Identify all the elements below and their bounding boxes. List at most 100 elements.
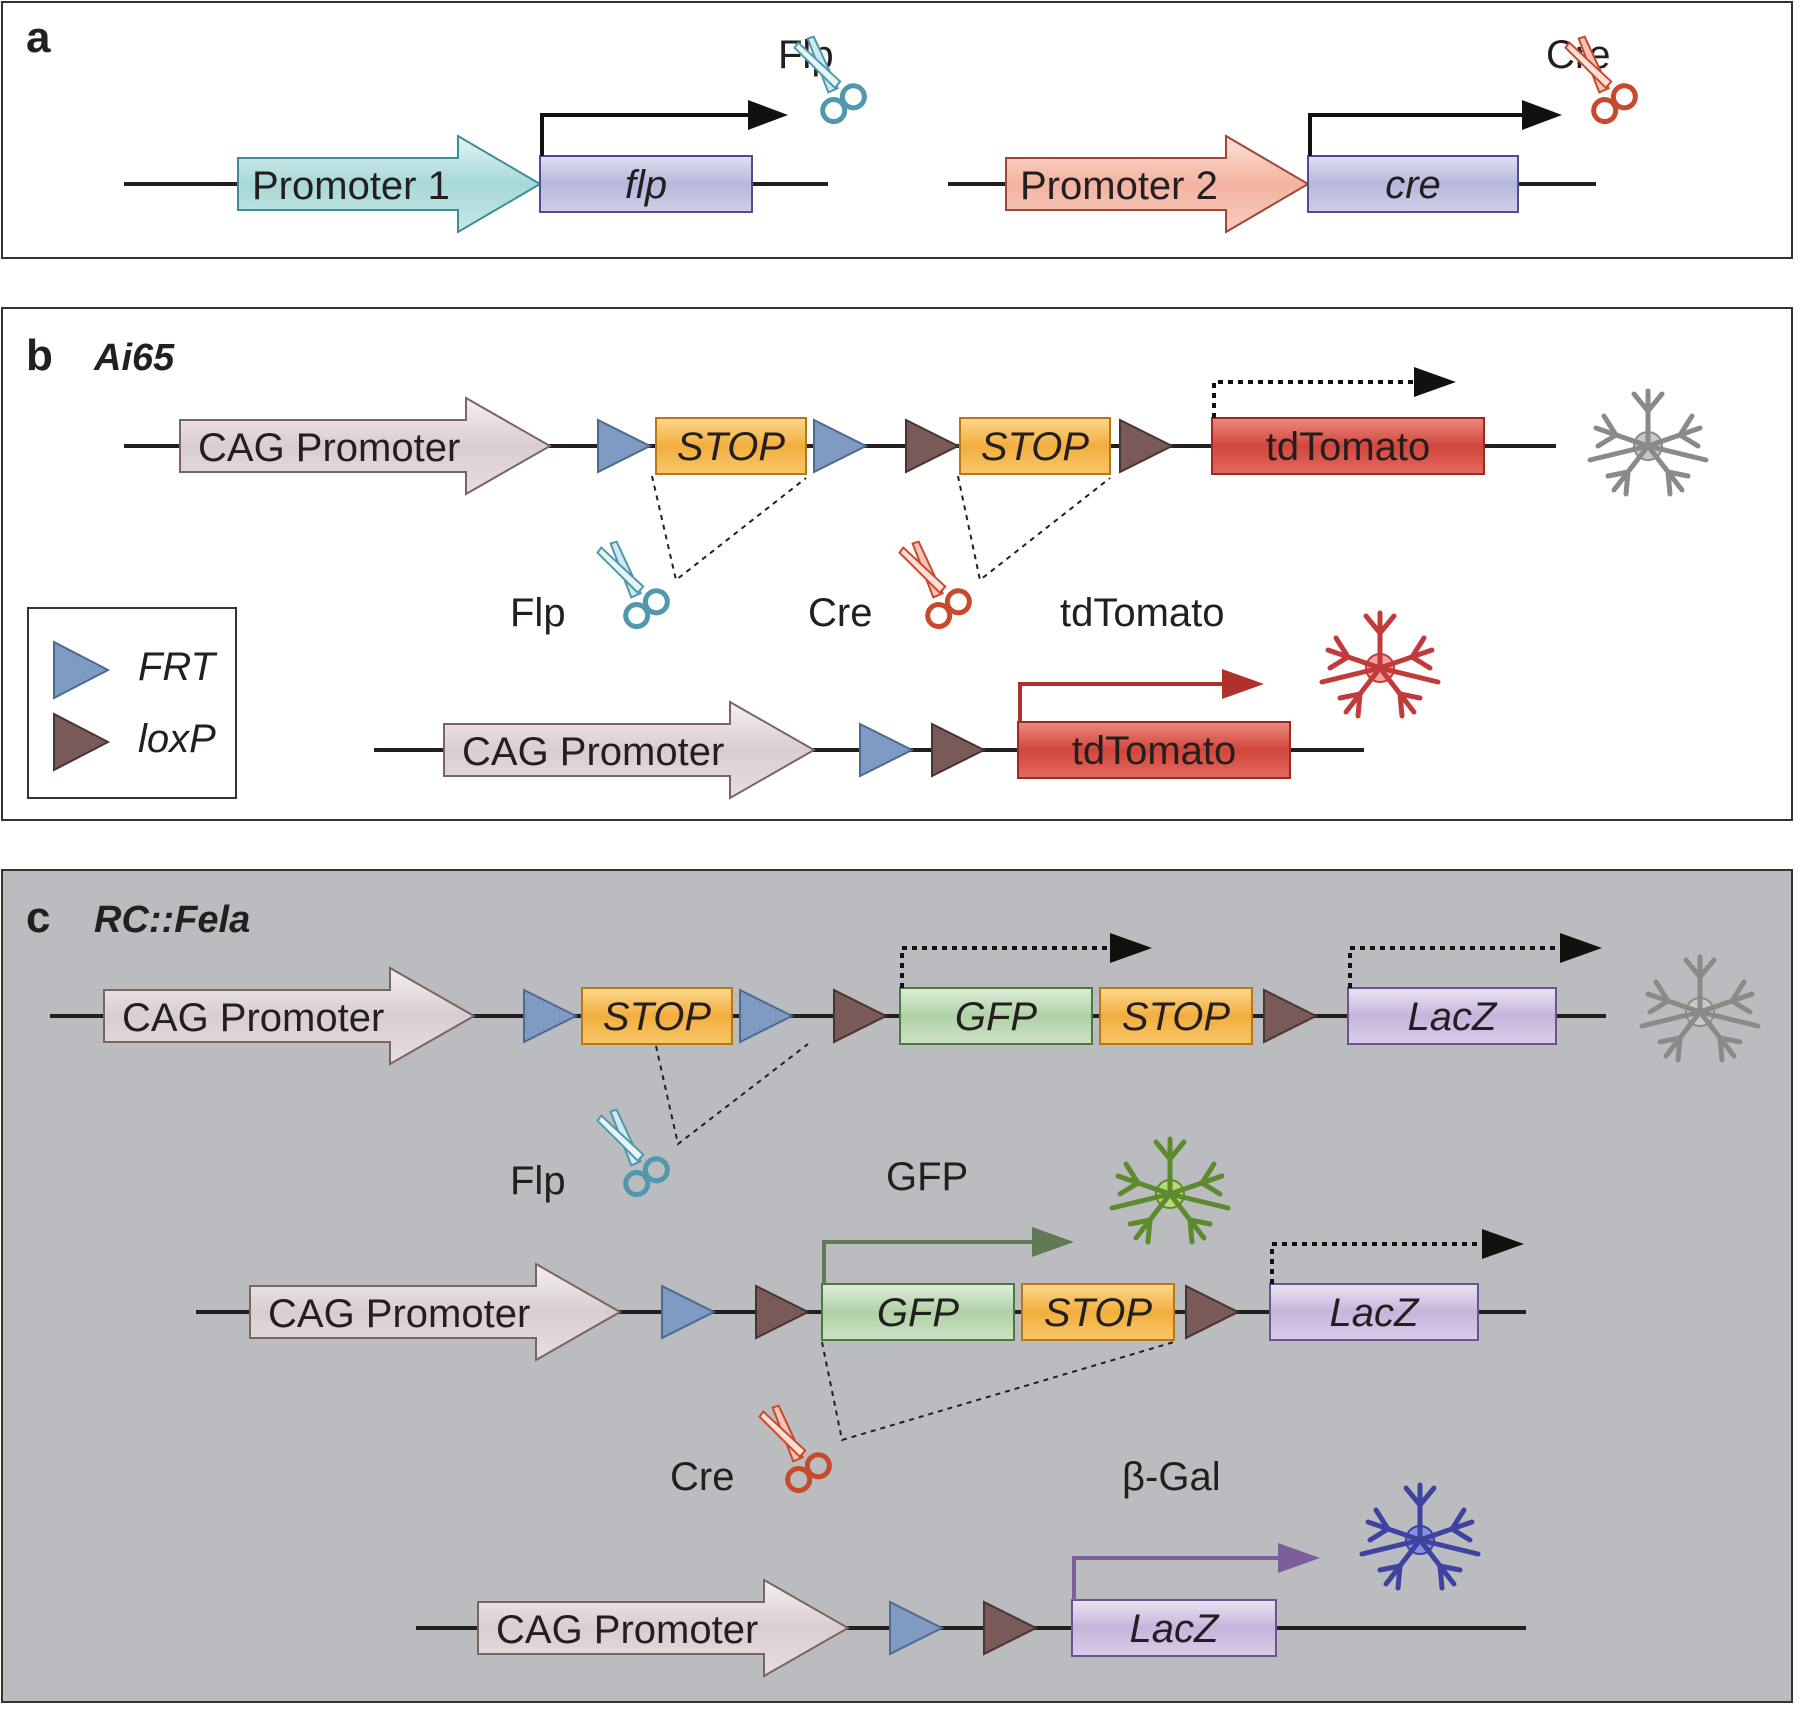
- flp-gene-box: [539, 155, 753, 213]
- inactive-transcription-arrow: [1348, 946, 1560, 988]
- flp-enzyme-label: Flp: [510, 591, 566, 635]
- gfp-gene-label: GFP: [955, 995, 1038, 1039]
- cre-scissors-icon: [1564, 35, 1638, 125]
- loxp-site-icon: [1263, 988, 1319, 1044]
- lacz-gene-label: LacZ: [1408, 995, 1498, 1039]
- active-transcription-arrow: [1072, 1556, 1278, 1600]
- excision-line: [821, 1341, 1175, 1442]
- loxp-site-icon: [755, 1284, 811, 1340]
- stop-label: STOP: [1122, 995, 1231, 1039]
- flp-scissors-icon: [793, 35, 867, 125]
- promoter-2-arrow: [1005, 134, 1310, 234]
- cre-scissors-icon: [758, 1404, 832, 1494]
- frt-site-icon: [739, 988, 795, 1044]
- inactive-transcription-arrow: [1270, 1242, 1482, 1284]
- cag-promoter-label: CAG Promoter: [198, 426, 460, 470]
- stop-cassette: [1021, 1283, 1175, 1341]
- stop-cassette: [655, 417, 807, 475]
- loxp-site-icon: [983, 1600, 1039, 1656]
- transcription-arrowhead: [1222, 669, 1264, 699]
- panel-b: b Ai65 CAG Promoter STOP STOP tdTomato: [1, 307, 1793, 821]
- tdtomato-gene-box: [1211, 417, 1485, 475]
- result-label-tdtomato: tdTomato: [1060, 591, 1225, 635]
- frt-site-icon: [859, 722, 915, 778]
- red-neuron-icon: [1319, 610, 1441, 719]
- transcription-arrowhead: [748, 100, 788, 130]
- panel-a-letter: a: [26, 13, 51, 62]
- stop-cassette: [1099, 987, 1253, 1045]
- legend-loxp-label: loxP: [138, 717, 216, 761]
- green-neuron-icon: [1109, 1136, 1231, 1245]
- cag-promoter-label: CAG Promoter: [462, 730, 724, 774]
- panel-c-letter: c: [26, 893, 50, 942]
- result-label-bgal: β-Gal: [1122, 1455, 1221, 1499]
- excision-line: [655, 1043, 809, 1146]
- panel-c: c RC::Fela CAG Promoter STOP GFP STOP La…: [1, 869, 1793, 1703]
- transcription-arrow: [540, 113, 748, 156]
- panel-b-frame: [1, 307, 1793, 821]
- result-label-gfp: GFP: [886, 1155, 968, 1199]
- legend-frt-label: FRT: [138, 645, 218, 689]
- panel-b-letter: b: [26, 331, 53, 380]
- stop-cassette: [581, 987, 733, 1045]
- cre-enzyme-label: Cre: [670, 1455, 734, 1499]
- legend: [27, 607, 237, 799]
- promoter-1-label: Promoter 1: [252, 164, 450, 208]
- cag-promoter-arrow: [103, 966, 477, 1066]
- panel-a-frame: [1, 1, 1793, 259]
- active-transcription-arrow: [1018, 682, 1222, 722]
- transcription-arrowhead: [1278, 1543, 1320, 1573]
- legend-loxp-icon: [53, 712, 111, 772]
- cag-promoter-arrow: [179, 396, 553, 496]
- stop-label: STOP: [981, 425, 1090, 469]
- loxp-site-icon: [1119, 418, 1175, 474]
- lacz-gene-box: [1071, 1599, 1277, 1657]
- lacz-gene-box: [1347, 987, 1557, 1045]
- lacz-gene-label: LacZ: [1330, 1291, 1420, 1335]
- promoter-1-arrow: [237, 134, 542, 234]
- lacz-gene-box: [1269, 1283, 1479, 1341]
- cag-promoter-label: CAG Promoter: [122, 996, 384, 1040]
- legend-frt-icon: [53, 640, 111, 700]
- transcription-arrow: [1308, 113, 1522, 156]
- stop-label: STOP: [603, 995, 712, 1039]
- frt-site-icon: [661, 1284, 717, 1340]
- cre-gene-box: [1307, 155, 1519, 213]
- stop-label: STOP: [677, 425, 786, 469]
- flp-gene-label: flp: [625, 163, 667, 207]
- transcription-arrowhead: [1110, 933, 1152, 963]
- inactive-transcription-arrow: [900, 946, 1110, 988]
- loxp-site-icon: [1185, 1284, 1241, 1340]
- transcription-arrowhead: [1560, 933, 1602, 963]
- cag-promoter-arrow: [477, 1578, 851, 1678]
- cag-promoter-arrow: [249, 1262, 623, 1362]
- frt-site-icon: [523, 988, 579, 1044]
- gfp-gene-label: GFP: [877, 1291, 960, 1335]
- lacz-gene-label: LacZ: [1130, 1607, 1220, 1651]
- panel-b-name: Ai65: [93, 337, 175, 379]
- stop-cassette: [959, 417, 1111, 475]
- tdtomato-gene-label: tdTomato: [1072, 729, 1237, 773]
- flp-scissors-icon: [596, 540, 670, 630]
- cre-scissors-icon: [898, 540, 972, 630]
- transcription-arrowhead: [1482, 1229, 1524, 1259]
- frt-site-icon: [889, 1600, 945, 1656]
- gfp-gene-box: [821, 1283, 1015, 1341]
- panel-a: a Promoter 1 flp Flp Promoter 2 cre Cre: [1, 1, 1793, 259]
- gray-neuron-icon: [1639, 954, 1761, 1063]
- loxp-site-icon: [905, 418, 961, 474]
- tdtomato-gene-label: tdTomato: [1266, 425, 1431, 469]
- transcription-arrowhead: [1414, 367, 1456, 397]
- loxp-site-icon: [931, 722, 987, 778]
- frt-site-icon: [813, 418, 869, 474]
- tdtomato-gene-box: [1017, 721, 1291, 779]
- active-transcription-arrow: [822, 1240, 1032, 1284]
- loxp-site-icon: [833, 988, 889, 1044]
- cag-promoter-label: CAG Promoter: [268, 1292, 530, 1336]
- blue-neuron-icon: [1359, 1482, 1481, 1591]
- flp-enzyme-label: Flp: [510, 1159, 566, 1203]
- promoter-2-label: Promoter 2: [1020, 164, 1218, 208]
- cre-gene-label: cre: [1385, 163, 1441, 207]
- frt-site-icon: [597, 418, 653, 474]
